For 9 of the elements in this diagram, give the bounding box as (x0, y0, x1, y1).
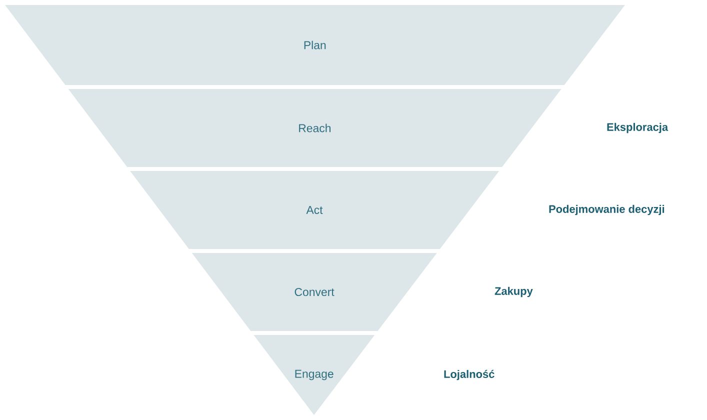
funnel-band: Plan (5, 5, 625, 85)
stage-label: Zakupy (494, 286, 533, 298)
funnel-band: Convert (192, 253, 437, 331)
funnel-band: Reach (68, 89, 562, 167)
stage-label: Podejmowanie decyzji (549, 204, 664, 216)
funnel-band: Engage (254, 335, 375, 415)
stage-label: Lojalność (444, 370, 494, 380)
funnel-band: Act (130, 171, 500, 249)
stage-label: Eksploracja (607, 122, 668, 134)
